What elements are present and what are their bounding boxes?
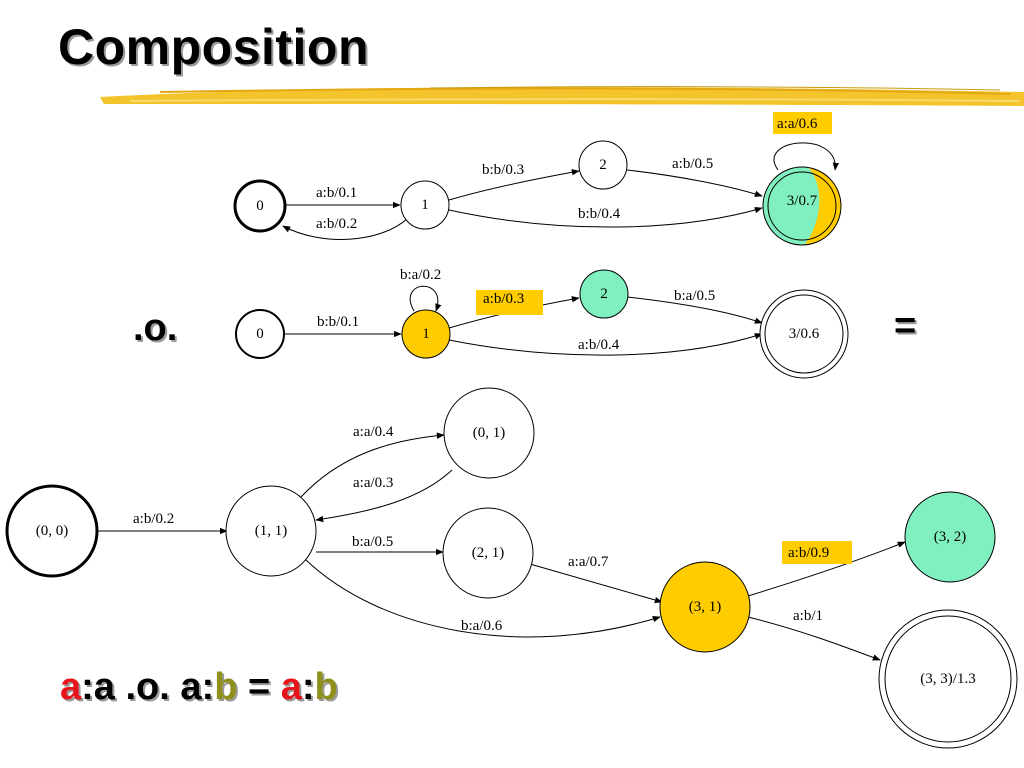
result-arc-label: a:b/0.2 <box>133 511 174 527</box>
result-diagram: a:b/0.2 a:a/0.4 a:a/0.3 b:a/0.5 a:a/0.7 … <box>5 387 1018 749</box>
result-state-2-1 <box>442 507 534 599</box>
fst1-arc-label: a:b/0.1 <box>316 185 357 201</box>
result-state-label: (0, 1) <box>473 425 506 441</box>
formula-token: a <box>93 666 115 708</box>
fst1-arc-label: a:b/0.2 <box>316 216 357 232</box>
result-state-0-0 <box>5 484 99 578</box>
fst2-state-label: 1 <box>422 326 430 342</box>
result-arc-label: a:a/0.4 <box>353 424 394 440</box>
result-arc-label: b:a/0.6 <box>461 618 503 634</box>
result-state-3-1 <box>659 561 751 653</box>
fst2-diagram: b:b/0.1 b:a/0.2 a:b/0.3 b:a/0.5 a:b/0.4 … <box>235 267 849 379</box>
result-arc-31-32 <box>747 541 906 597</box>
highlight-box <box>476 290 543 315</box>
result-arc-label: a:a/0.3 <box>353 475 393 491</box>
fst1-diagram: a:b/0.1 a:b/0.2 b:b/0.3 a:b/0.5 b:b/0.4 … <box>233 112 842 246</box>
fst2-arc-label: b:b/0.1 <box>317 314 359 330</box>
result-arc-label: a:b/1 <box>793 608 823 624</box>
result-arc-01-11 <box>315 469 453 523</box>
result-state-0-1 <box>443 387 535 479</box>
formula-token: b <box>314 666 338 708</box>
fst2-arc-2-3 <box>626 296 763 324</box>
fst2-arc-label: b:a/0.5 <box>674 288 715 304</box>
composition-formula: a:a .o. a:b = a:b <box>60 666 338 709</box>
result-arc-11-01 <box>299 432 445 499</box>
fst2-state-2 <box>579 269 629 319</box>
fst1-arc-label: b:b/0.4 <box>578 206 621 222</box>
formula-token: : <box>81 666 94 708</box>
fst2-state-label: 3/0.6 <box>789 326 820 342</box>
fst1-state-label: 2 <box>599 157 607 173</box>
fst2-state-label: 0 <box>256 326 264 342</box>
fst2-arc-1-3 <box>448 333 763 356</box>
fst1-state-label: 0 <box>256 198 264 214</box>
highlight-box <box>773 112 832 134</box>
formula-token: b <box>214 666 238 708</box>
result-arc-label: a:a/0.7 <box>568 554 609 570</box>
fst2-arc-label: a:b/0.4 <box>578 337 620 353</box>
equals-operator: = <box>894 305 917 347</box>
result-state-3-2 <box>904 491 996 583</box>
result-state-label: (0, 0) <box>36 523 69 539</box>
fst1-arc-1-3 <box>448 206 763 228</box>
formula-token: a <box>180 666 202 708</box>
fst1-state-2 <box>578 140 628 190</box>
fst1-state-0 <box>233 179 287 233</box>
fst2-arc-label: b:a/0.2 <box>400 267 441 283</box>
fst1-state-label: 1 <box>421 197 429 213</box>
result-state-label: (1, 1) <box>255 523 288 539</box>
fst1-arc-1-2 <box>448 169 580 201</box>
fst2-arc-1-1 <box>409 285 442 312</box>
result-arc-31-33 <box>747 616 881 661</box>
fst2-state-1 <box>401 309 451 359</box>
fst2-arc-label: a:b/0.3 <box>483 291 524 307</box>
fst1-arc-label: b:b/0.3 <box>482 162 524 178</box>
formula-token: : <box>201 666 215 708</box>
fst1-state-3: 3/0.7 <box>762 166 842 246</box>
result-state-label: (3, 1) <box>689 599 722 615</box>
result-state-label: (3, 2) <box>934 529 967 545</box>
fst1-state-label: 3/0.7 <box>787 193 818 209</box>
fst1-state-1 <box>400 180 450 230</box>
formula-token: a <box>280 666 302 708</box>
result-state-label: (3, 3)/1.3 <box>920 671 975 687</box>
compose-operator: .o. <box>133 307 178 349</box>
result-arc-label: a:b/0.9 <box>788 545 829 561</box>
formula-token: .o. <box>114 666 181 708</box>
highlight-box <box>782 541 852 564</box>
slide-title: Composition <box>58 19 370 75</box>
fst1-arc-3-3 <box>773 142 840 171</box>
fst2-state-label: 2 <box>600 286 608 302</box>
fst1-arc-1-0 <box>282 217 409 240</box>
formula-token: = <box>237 666 281 708</box>
result-state-1-1 <box>225 485 317 577</box>
fst2-state-3 <box>759 289 849 379</box>
result-arc-11-31 <box>305 559 661 638</box>
result-arc-21-31 <box>529 563 663 604</box>
fst1-arc-2-3 <box>626 169 763 197</box>
result-state-label: (2, 1) <box>472 545 505 561</box>
result-arc-label: b:a/0.5 <box>352 534 393 550</box>
formula-token: a <box>60 666 82 708</box>
formula-token: : <box>301 666 315 708</box>
fst1-arc-label: a:b/0.5 <box>672 156 713 172</box>
result-state-3-3 <box>878 609 1018 749</box>
fst1-arc-label: a:a/0.6 <box>777 116 818 132</box>
fst2-state-0 <box>235 309 285 359</box>
title-underline-stroke <box>100 86 1024 106</box>
